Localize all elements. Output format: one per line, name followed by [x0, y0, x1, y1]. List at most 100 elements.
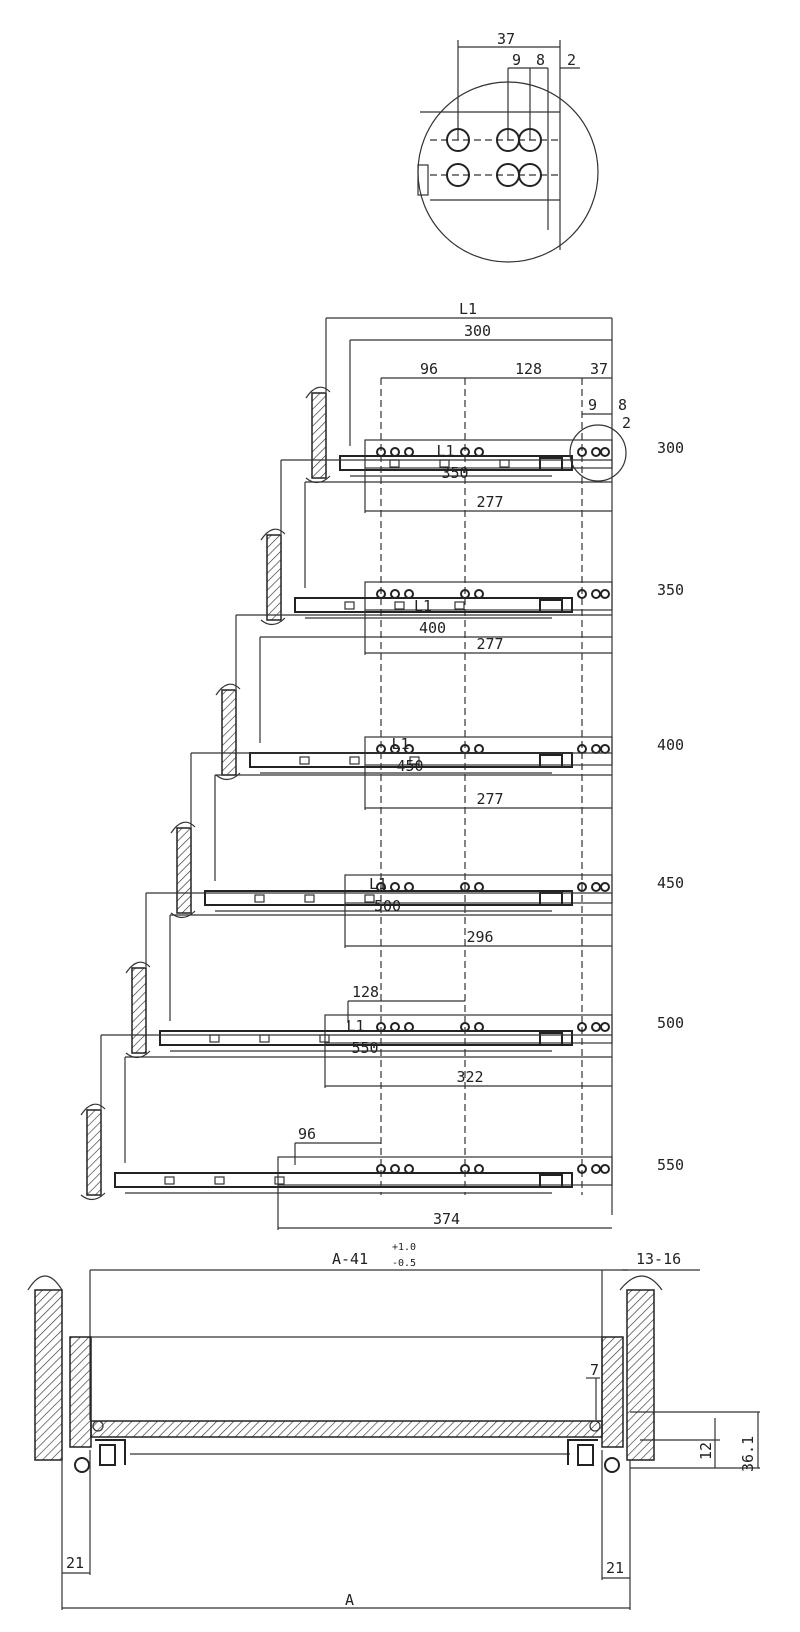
dim-36-1: 36.1	[739, 1436, 757, 1472]
size-label: 450	[657, 874, 684, 892]
dim-8: 8	[536, 51, 545, 69]
drawer-side-right	[601, 1336, 624, 1448]
slot	[409, 756, 420, 765]
slide-variant-450: L1 450 296 450	[170, 735, 684, 948]
size-label: 300	[657, 439, 684, 457]
mounting-hole	[577, 1164, 587, 1174]
slot	[304, 894, 315, 903]
dim-7: 7	[590, 1361, 599, 1379]
mounting-hole	[474, 882, 484, 892]
mounting-hole	[591, 1022, 601, 1032]
drawer-member	[324, 1014, 613, 1044]
dim-l1: L1	[437, 442, 455, 460]
mounting-hole	[474, 1022, 484, 1032]
cabinet-side-left	[34, 1289, 63, 1461]
cabinet-front-section	[86, 1109, 102, 1196]
slot	[164, 1176, 175, 1185]
slide-rail	[114, 1172, 573, 1188]
locking-device	[539, 754, 563, 768]
mounting-hole	[390, 1164, 400, 1174]
mounting-hole	[460, 1022, 470, 1032]
dim-96: 96	[298, 1125, 316, 1143]
drawer-member	[277, 1156, 613, 1186]
mounting-hole	[390, 882, 400, 892]
mounting-hole	[390, 447, 400, 457]
mounting-hole	[404, 447, 414, 457]
mounting-hole	[376, 1022, 386, 1032]
mounting-hole	[591, 882, 601, 892]
dim-l1: L1	[392, 735, 410, 753]
mounting-hole	[474, 589, 484, 599]
dim-slide-length: 450	[397, 757, 424, 775]
mounting-hole	[376, 882, 386, 892]
cabinet-front-section	[131, 967, 147, 1054]
mounting-hole	[600, 447, 610, 457]
dim-slide-length: 500	[374, 897, 401, 915]
mounting-hole	[474, 1164, 484, 1174]
dim-9: 9	[588, 396, 597, 414]
mounting-hole	[577, 447, 587, 457]
dim-8: 8	[618, 396, 627, 414]
cabinet-front-section	[266, 534, 282, 621]
mounting-hole	[600, 744, 610, 754]
mounting-hole	[600, 1164, 610, 1174]
slot	[254, 894, 265, 903]
slot	[274, 1176, 285, 1185]
dim-9: 9	[512, 51, 521, 69]
locking-device	[539, 599, 563, 613]
drawer-member	[364, 439, 613, 469]
drawer-bottom	[90, 1420, 603, 1438]
slide-rail	[294, 597, 573, 613]
size-label: 500	[657, 1014, 684, 1032]
mounting-hole	[460, 447, 470, 457]
drawer-member	[344, 874, 613, 904]
dim-12: 12	[697, 1442, 715, 1460]
drawer-side-left	[69, 1336, 92, 1448]
mounting-hole	[577, 589, 587, 599]
mounting-hole	[460, 1164, 470, 1174]
cabinet-side-right	[626, 1289, 655, 1461]
slot	[389, 459, 400, 468]
drawer-member	[364, 736, 613, 766]
slot	[394, 601, 405, 610]
runner-profile-right	[567, 1420, 620, 1473]
dim-drawer-member-length: 296	[467, 928, 494, 946]
cross-section-view: A-41 +1.0 -0.5 13-16 7 12 36.1	[27, 1242, 760, 1610]
dim-l1: L1	[369, 875, 387, 893]
cabinet-front-section	[221, 689, 237, 776]
mounting-hole	[404, 1022, 414, 1032]
dim-l1: L1	[414, 597, 432, 615]
drawer-member	[364, 581, 613, 611]
mounting-hole	[376, 1164, 386, 1174]
dim-drawer-member-length: 374	[433, 1210, 460, 1228]
dim-hole-spacing: 128	[515, 360, 542, 378]
mounting-hole	[577, 1022, 587, 1032]
cabinet-front-section	[311, 392, 327, 479]
dim-slide-length: 400	[419, 619, 446, 637]
detail-callout-circle	[569, 424, 627, 482]
mounting-hole	[376, 589, 386, 599]
mounting-hole	[404, 589, 414, 599]
dim-drawer-member-length: 277	[477, 635, 504, 653]
cabinet-front-section	[176, 827, 192, 914]
mounting-hole	[600, 882, 610, 892]
size-label: 350	[657, 581, 684, 599]
dim-2: 2	[622, 414, 631, 432]
dim-l1: L1	[347, 1017, 365, 1035]
slide-rail	[204, 890, 573, 906]
dim-drawer-member-length: 322	[457, 1068, 484, 1086]
dim-2: 2	[567, 51, 576, 69]
dim-side-gap: 13-16	[636, 1250, 681, 1268]
mounting-hole	[376, 447, 386, 457]
dim-drawer-member-length: 277	[477, 493, 504, 511]
size-label: 400	[657, 736, 684, 754]
mounting-holes	[446, 128, 542, 187]
dim-slide-length: 550	[352, 1039, 379, 1057]
slot	[499, 459, 510, 468]
mounting-hole	[460, 589, 470, 599]
